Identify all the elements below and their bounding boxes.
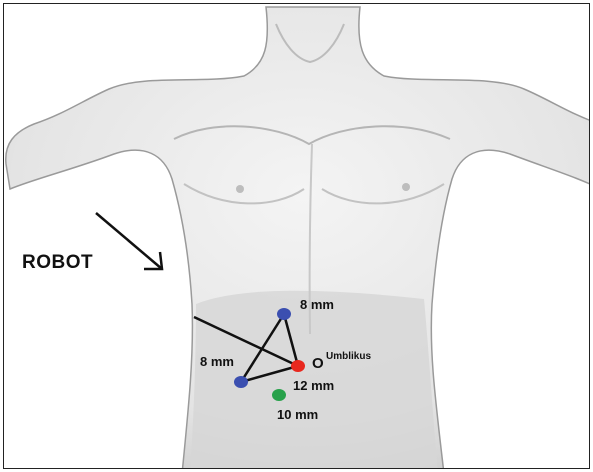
- torso-illustration: [4, 4, 590, 469]
- umbilicus-marker: O: [312, 356, 324, 371]
- port-10mm-label: 10 mm: [277, 408, 318, 421]
- port-12mm-dot: [291, 360, 305, 372]
- port-8mm-top-label: 8 mm: [300, 298, 334, 311]
- nipple-left: [236, 185, 244, 193]
- umbilicus-label: Umblikus: [326, 352, 371, 362]
- port-8mm-top-dot: [277, 308, 291, 320]
- arrow-down-right-icon: [96, 213, 162, 269]
- port-10mm-dot: [272, 389, 286, 401]
- nipple-right: [402, 183, 410, 191]
- port-12mm-label: 12 mm: [293, 379, 334, 392]
- port-8mm-left-label: 8 mm: [200, 355, 234, 368]
- port-8mm-left-dot: [234, 376, 248, 388]
- robot-label: ROBOT: [22, 253, 93, 272]
- diagram-frame: ROBOT 8 mm 8 mm O Umblikus 12 mm 10 mm: [3, 3, 590, 469]
